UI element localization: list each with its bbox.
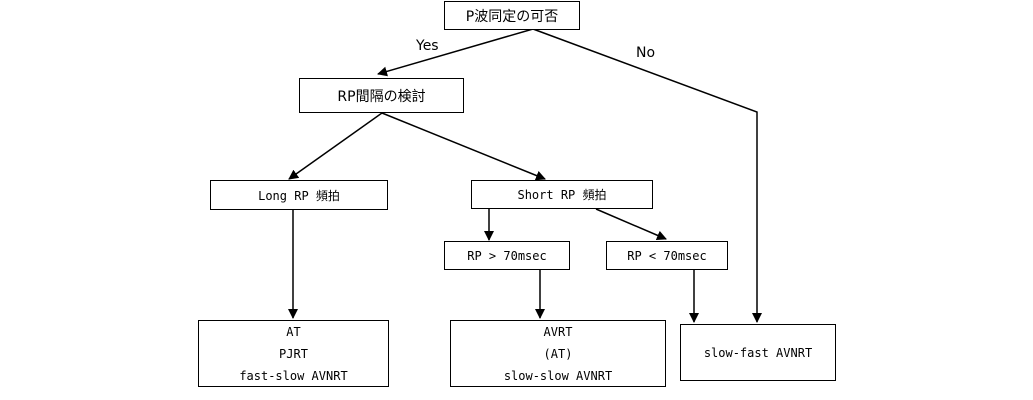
edge-short-rp-to-lt [595,208,667,241]
edge-root-to-rp-interval [377,28,534,77]
leaf-long-rp: AT PJRT fast-slow AVNRT [198,320,389,387]
node-rp-interval: RP間隔の検討 [299,78,464,113]
edge-label-no: No [636,45,656,61]
node-root: P波同定の可否 [444,1,580,30]
leaf-slowfast-line-1: slow-fast AVNRT [703,345,813,360]
edge-rp-interval-to-long-rp [288,112,383,180]
node-rp-lt-70: RP < 70msec [606,241,728,270]
node-short-rp: Short RP 頻拍 [471,180,653,209]
leaf-gt-line-2: (AT) [543,346,573,361]
leaf-gt-line-3: slow-slow AVNRT [503,368,613,383]
edge-rp-interval-to-short-rp [381,112,546,181]
leaf-slow-fast: slow-fast AVNRT [680,324,836,381]
leaf-long-line-3: fast-slow AVNRT [239,368,348,383]
node-rp-gt-70: RP > 70msec [444,241,570,270]
leaf-rp-gt-70: AVRT (AT) slow-slow AVNRT [450,320,666,387]
node-long-rp: Long RP 頻拍 [210,180,388,210]
leaf-long-line-1: AT [286,324,301,339]
leaf-long-line-2: PJRT [279,346,308,361]
edge-root-to-slowfast [532,28,762,323]
edge-label-yes: Yes [416,38,439,54]
leaf-gt-line-1: AVRT [543,324,573,339]
